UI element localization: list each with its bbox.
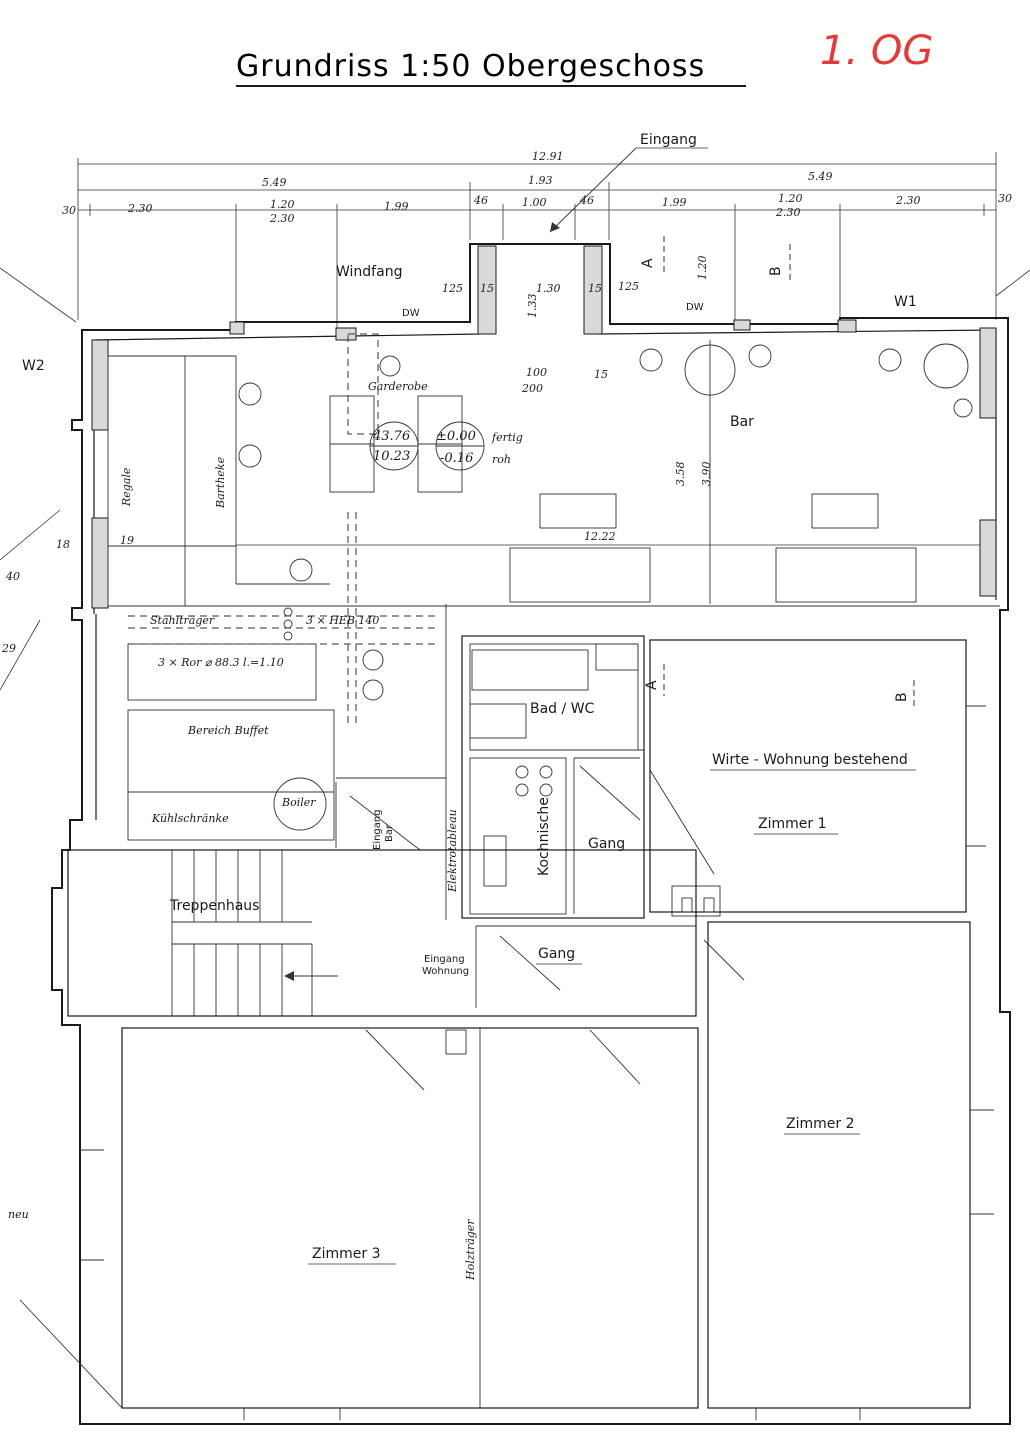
dimension-chains: [77, 152, 997, 330]
dim-3585: 3.58: [674, 462, 687, 487]
entrance-arrow-icon: [550, 222, 560, 232]
dim-center: 1.93: [528, 174, 553, 187]
bartheke-label: Bartheke: [214, 456, 227, 509]
zimmer1-label: Zimmer 1: [758, 816, 826, 832]
dim-230-left: 2.30: [127, 202, 153, 215]
dim-46-left: 46: [473, 194, 488, 207]
level-left-bottom: 10.23: [373, 449, 410, 464]
eingang-wohnung-label-1: Eingang: [424, 954, 465, 965]
dim-199-left: 1.99: [384, 200, 409, 213]
wet-rooms: [461, 635, 645, 919]
dim-100: 1.00: [522, 196, 547, 209]
dim-230-right: 2.30: [895, 194, 921, 207]
eingang-bar-label-2: Bar: [384, 824, 395, 842]
floor-note: 1. OG: [820, 28, 933, 74]
kochnische-label: Kochnische: [536, 797, 552, 876]
section-b-mid: B: [894, 692, 910, 702]
section-a-top: A: [640, 258, 656, 268]
level-right-bottom: -0.16: [440, 451, 473, 466]
w1-leader: [995, 269, 1030, 297]
boiler-label: Boiler: [281, 796, 316, 809]
dim-left-half: 5.49: [262, 176, 287, 189]
dim-15: 15: [594, 368, 608, 381]
outer-walls: [51, 243, 1011, 1425]
bad-wc-label: Bad / WC: [530, 701, 595, 717]
regale-label: Regale: [120, 467, 133, 507]
entrance-label: Eingang: [640, 132, 697, 148]
dim-100-bar: 100: [526, 366, 547, 379]
dim-30-right: 30: [998, 192, 1012, 205]
level-left-top: 43.76: [372, 429, 410, 444]
dw-right: DW: [686, 302, 704, 313]
dim-46-right: 46: [579, 194, 594, 207]
dim-inner-125b: 125: [618, 280, 639, 293]
entrance-pointer: [549, 147, 637, 233]
wirte-wohnung-label: Wirte - Wohnung bestehend: [712, 752, 908, 768]
service-zone: [62, 604, 460, 920]
eingang-bar-label-1: Eingang: [372, 809, 383, 850]
w2-leader: [0, 267, 77, 323]
zimmer3-label: Zimmer 3: [312, 1246, 380, 1262]
garderobe-label: Garderobe: [368, 380, 428, 393]
dim-inner-15b: 15: [588, 282, 602, 295]
dim-390: 3.90: [700, 462, 713, 487]
kuehlschraenke-label: Kühlschränke: [151, 812, 229, 825]
section-b-top: B: [768, 266, 784, 276]
dim-18: 18: [56, 538, 70, 551]
gang-upper-label: Gang: [588, 836, 625, 852]
windfang-label: Windfang: [336, 264, 402, 280]
window-w1: W1: [894, 294, 917, 310]
zimmer2-label: Zimmer 2: [786, 1116, 854, 1132]
dim-inner-130: 1.30: [536, 282, 561, 295]
bar-label: Bar: [730, 414, 754, 430]
dim-30-left: 30: [62, 204, 76, 217]
side-29: 29: [1, 642, 16, 655]
dim-120-right: 1.20: [778, 192, 803, 205]
side-leader-2: [0, 619, 41, 691]
level-right-bottom-note: roh: [492, 453, 511, 466]
dim-230-right-sub: 2.30: [775, 206, 801, 219]
bar-door-swing: [349, 795, 421, 851]
lower-rooms: [19, 921, 994, 1420]
buffet-label: Bereich Buffet: [187, 724, 269, 737]
bar-area: [107, 333, 1000, 724]
dim-right-half: 5.49: [808, 170, 833, 183]
dim-199-right: 1.99: [662, 196, 687, 209]
eingang-wohnung-label-2: Wohnung: [422, 966, 469, 977]
section-a-mid: A: [644, 680, 660, 690]
stairwell: [67, 849, 745, 1017]
dim-19: 19: [120, 534, 134, 547]
gang-lower-label: Gang: [538, 946, 575, 962]
dim-inner-133: 1.33: [526, 294, 539, 319]
side-40: 40: [5, 570, 20, 583]
elektrotableau-label: Elektrotableau: [446, 809, 459, 893]
dim-inner-125: 125: [442, 282, 463, 295]
dim-230-left-sub: 2.30: [269, 212, 295, 225]
dim-inner-15a: 15: [480, 282, 494, 295]
zimmer1-room: [649, 639, 986, 917]
dim-120-left: 1.20: [270, 198, 295, 211]
level-markers: [369, 421, 485, 471]
stahltraeger-label: Stahlträger: [150, 614, 215, 627]
dim-total: 12.91: [532, 150, 564, 163]
side-note-neu: neu: [8, 1208, 29, 1221]
treppenhaus-label: Treppenhaus: [169, 898, 259, 914]
stair-direction-arrow-icon: [284, 971, 294, 981]
rohr-label: 3 × Ror ⌀ 88.3 l.=1.10: [158, 656, 284, 669]
side-leader-1: [0, 509, 61, 561]
plan-title: Grundriss 1:50 Obergeschoss: [236, 49, 705, 84]
dim-bar-width: 12.22: [584, 530, 616, 543]
level-right-top: ±0.00: [436, 429, 476, 444]
heb-label: 3 × HEB 140: [306, 614, 379, 627]
dw-left: DW: [402, 308, 420, 319]
holztraeger-label: Holzträger: [464, 1219, 477, 1281]
window-w2: W2: [22, 358, 45, 374]
dim-inner-120v: 1.20: [696, 256, 709, 281]
level-right-top-note: fertig: [491, 431, 523, 444]
dim-200-bar: 200: [521, 382, 543, 395]
